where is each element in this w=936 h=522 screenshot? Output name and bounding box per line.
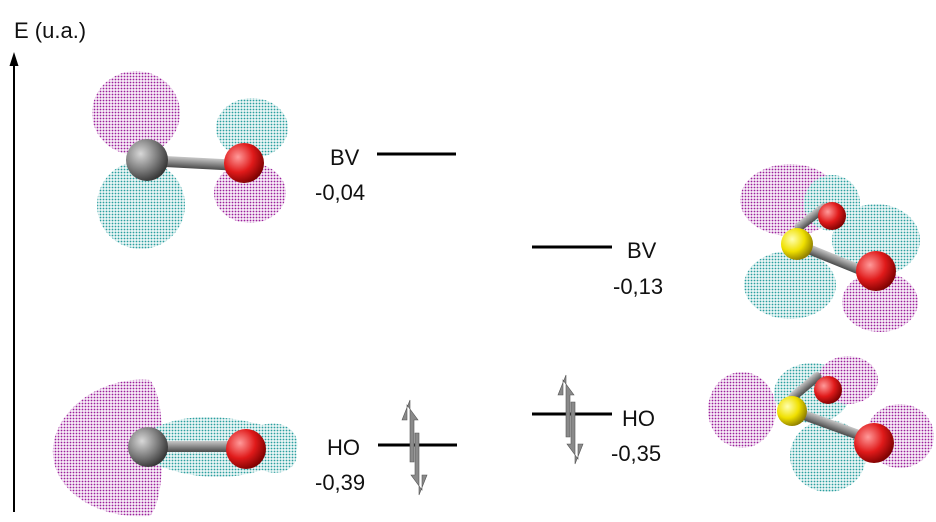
orbital-left-ho: [52, 379, 298, 517]
spin-pair-left-icon: [401, 399, 428, 496]
spin-pair-right-icon: [557, 374, 584, 465]
left-bv-name: BV: [330, 145, 360, 170]
energy-axis: [9, 52, 19, 512]
right-bv-energy: -0,13: [613, 274, 664, 299]
orbital-right-ho: [708, 356, 934, 492]
axis-label: E (u.a.): [14, 18, 87, 43]
axis-arrow-icon: [9, 52, 19, 66]
right-bv-name: BV: [627, 238, 657, 263]
orbital-right-bv: [740, 164, 920, 332]
right-ho-name: HO: [622, 406, 655, 431]
left-bv-energy: -0,04: [315, 180, 366, 205]
left-ho-name: HO: [327, 435, 360, 460]
right-ho-energy: -0,35: [611, 441, 662, 466]
left-ho-energy: -0,39: [315, 470, 366, 495]
orbital-left-bv: [92, 71, 288, 249]
